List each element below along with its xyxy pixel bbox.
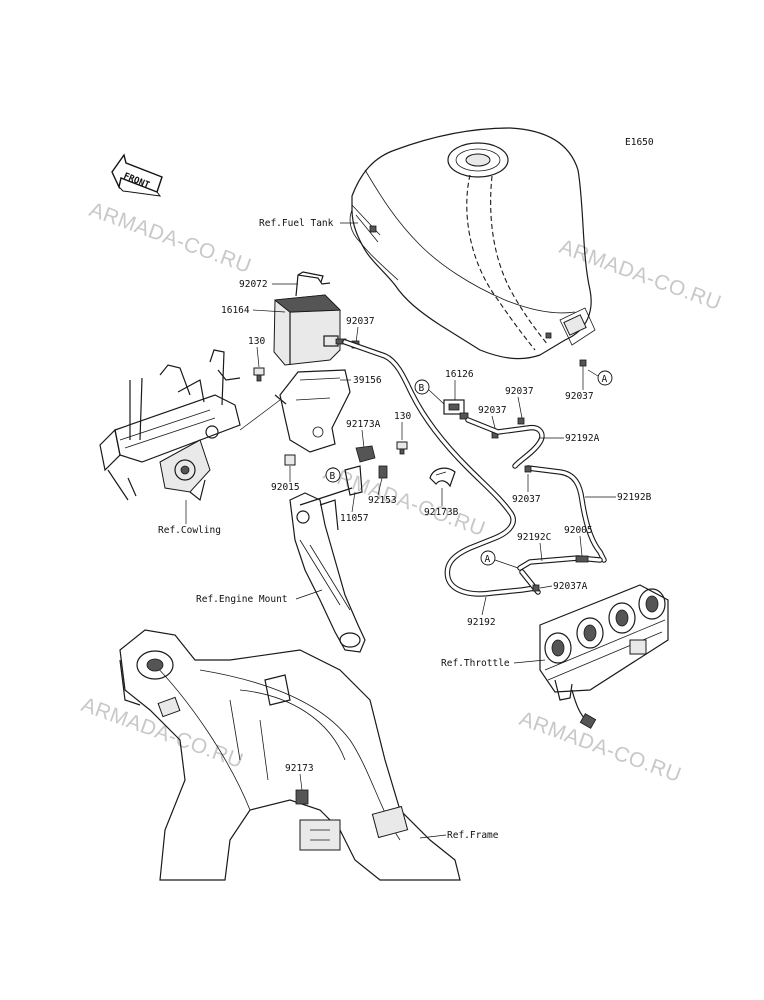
clip-92173B: [429, 467, 456, 488]
callout-a: A: [480, 550, 519, 569]
clamp-92173A: [355, 445, 376, 463]
part-label: 92072: [239, 279, 268, 290]
bolt-92153: [378, 465, 388, 479]
part-label: 92173B: [424, 507, 459, 518]
part-label: 16164: [221, 305, 250, 316]
frame: [119, 629, 461, 881]
part-label: 92173A: [346, 419, 381, 430]
svg-text:A: A: [485, 554, 491, 565]
part-label: 92037: [512, 494, 541, 505]
ref-engine-mount-label: Ref.Engine Mount: [196, 594, 288, 605]
fuel-tank: [349, 127, 596, 360]
engine-mount: [289, 492, 366, 653]
part-label: 11057: [340, 513, 369, 524]
throttle-body: [539, 584, 669, 729]
watermark: ARMADA-CO.RU: [556, 235, 724, 315]
part-label: 130: [248, 336, 265, 347]
bracket-11057: [299, 465, 363, 506]
part-label: 92192B: [617, 492, 652, 503]
clamp-92037: [524, 465, 532, 473]
svg-text:B: B: [330, 471, 336, 482]
hoses: [342, 339, 607, 597]
canister-16164: [273, 294, 347, 366]
part-label: 92005: [564, 525, 593, 536]
part-label: 92037: [346, 316, 375, 327]
part-label: 92192C: [517, 532, 551, 543]
screw-130: [253, 367, 265, 382]
part-label: 92037: [565, 391, 594, 402]
ref-cowling-label: Ref.Cowling: [158, 525, 221, 536]
part-label: 92037: [478, 405, 507, 416]
svg-text:B: B: [419, 383, 425, 394]
ref-throttle-label: Ref.Throttle: [441, 658, 510, 669]
part-label: 92015: [271, 482, 300, 493]
clamp-92173: [295, 789, 309, 805]
part-label: 16126: [445, 369, 474, 380]
cowling-stay: [99, 349, 241, 502]
diagram-code: E1650: [625, 137, 654, 148]
part-label: 92192: [467, 617, 496, 628]
bracket-92072: [295, 271, 331, 297]
part-label: 39156: [353, 375, 382, 386]
part-label: 92037: [505, 386, 534, 397]
svg-text:A: A: [602, 374, 608, 385]
watermark: ARMADA-CO.RU: [516, 707, 684, 787]
screw-130: [396, 441, 408, 455]
ref-frame-label: Ref.Frame: [447, 830, 499, 841]
watermark: ARMADA-CO.RU: [86, 198, 254, 278]
bracket-39156: [274, 369, 351, 453]
part-label: 92153: [368, 495, 397, 506]
part-label: 92173: [285, 763, 314, 774]
part-label: 130: [394, 411, 411, 422]
callout-b: B: [414, 379, 445, 405]
clamp-92037A: [532, 584, 540, 592]
clamp-92037: [517, 417, 525, 425]
ref-fuel-tank-label: Ref.Fuel Tank: [259, 218, 334, 229]
callout-a: A: [587, 369, 613, 386]
part-label: 92192A: [565, 433, 600, 444]
clamp-92037: [579, 359, 587, 367]
part-label: 92037A: [553, 581, 588, 592]
front-arrow-icon: FRONT: [111, 153, 163, 197]
valve-16126: [443, 399, 469, 420]
nut-92015: [284, 454, 296, 466]
joint-92005: [575, 555, 589, 563]
callout-b: B: [325, 467, 341, 483]
